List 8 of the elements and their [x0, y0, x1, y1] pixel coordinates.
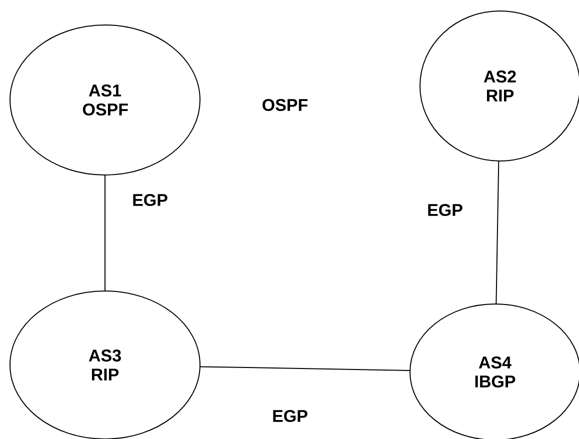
ellipse-node: AS1 OSPF: [10, 24, 200, 176]
connector-line: [104, 175, 106, 291]
protocol-label: OSPF: [262, 98, 308, 112]
edge-label: EGP: [131, 192, 169, 207]
edge-label: EGP: [271, 408, 309, 423]
connector-line: [200, 366, 410, 371]
connector-line: [496, 160, 500, 304]
edge-label: EGP: [426, 202, 464, 217]
